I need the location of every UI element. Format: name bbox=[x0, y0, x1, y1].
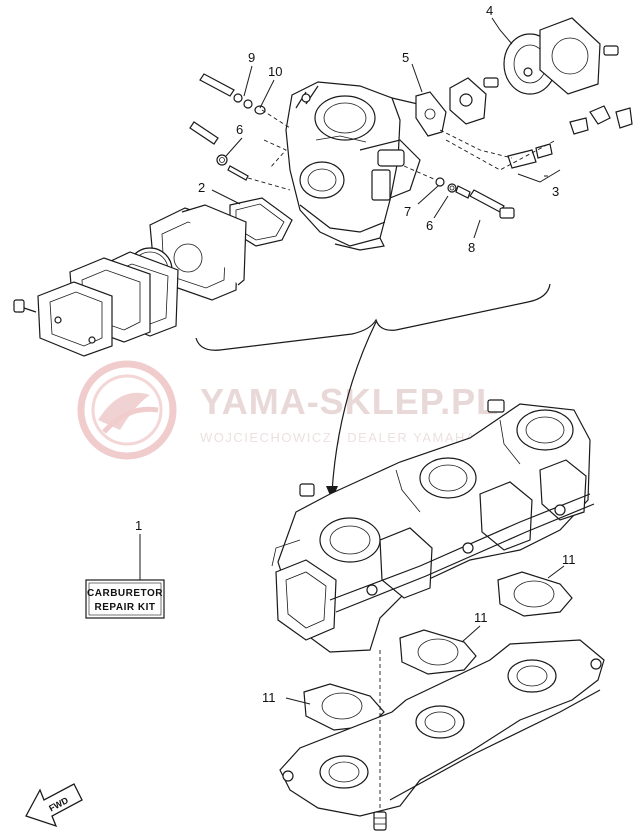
fwd-arrow-icon: FWD bbox=[25, 783, 83, 828]
intake-manifold bbox=[279, 639, 605, 817]
callout-6-lower: 6 bbox=[426, 218, 433, 233]
callout-2: 2 bbox=[198, 180, 205, 195]
kit-box-line1: CARBURETOR bbox=[87, 588, 163, 599]
upper-right-parts bbox=[415, 17, 633, 171]
callout-1: 1 bbox=[135, 518, 142, 533]
callout-11-lower: 11 bbox=[262, 690, 276, 705]
assembly-brace bbox=[195, 283, 551, 351]
carburetor-bank-assembly bbox=[271, 399, 595, 653]
leader-lines bbox=[139, 17, 565, 705]
intake-gaskets bbox=[303, 571, 573, 731]
callout-10: 10 bbox=[268, 64, 282, 79]
callout-4: 4 bbox=[486, 3, 493, 18]
watermark-title: YAMA-SKLEP.PL bbox=[200, 381, 499, 422]
watermark: YAMA-SKLEP.PL WOJCIECHOWICZ | DEALER YAM… bbox=[77, 360, 499, 460]
carburetor-repair-kit-box: CARBURETOR REPAIR KIT bbox=[85, 579, 165, 619]
carburetor-exploded-assembly bbox=[13, 17, 633, 357]
watermark-logo-icon bbox=[77, 360, 177, 460]
callout-labels: 9 10 6 2 5 4 3 7 6 8 1 11 11 11 bbox=[135, 3, 576, 705]
callout-11-upper: 11 bbox=[562, 552, 576, 567]
callout-6-upper: 6 bbox=[236, 122, 243, 137]
upper-left-small-parts bbox=[189, 73, 291, 191]
right-screw-parts bbox=[403, 165, 515, 219]
gasket-11-upper bbox=[497, 571, 573, 617]
assembly-arrow-line bbox=[331, 321, 377, 493]
fuel-pump-stack bbox=[13, 204, 247, 357]
callout-9: 9 bbox=[248, 50, 255, 65]
kit-box-line2: REPAIR KIT bbox=[95, 602, 156, 613]
callout-11-middle: 11 bbox=[474, 610, 488, 625]
gasket-11-middle bbox=[399, 629, 477, 675]
callout-3: 3 bbox=[552, 184, 559, 199]
watermark-subtitle: WOJCIECHOWICZ | DEALER YAMAHA bbox=[200, 430, 476, 445]
callout-8: 8 bbox=[468, 240, 475, 255]
mounting-bolt bbox=[373, 811, 387, 831]
callout-7: 7 bbox=[404, 204, 411, 219]
callout-5: 5 bbox=[402, 50, 409, 65]
